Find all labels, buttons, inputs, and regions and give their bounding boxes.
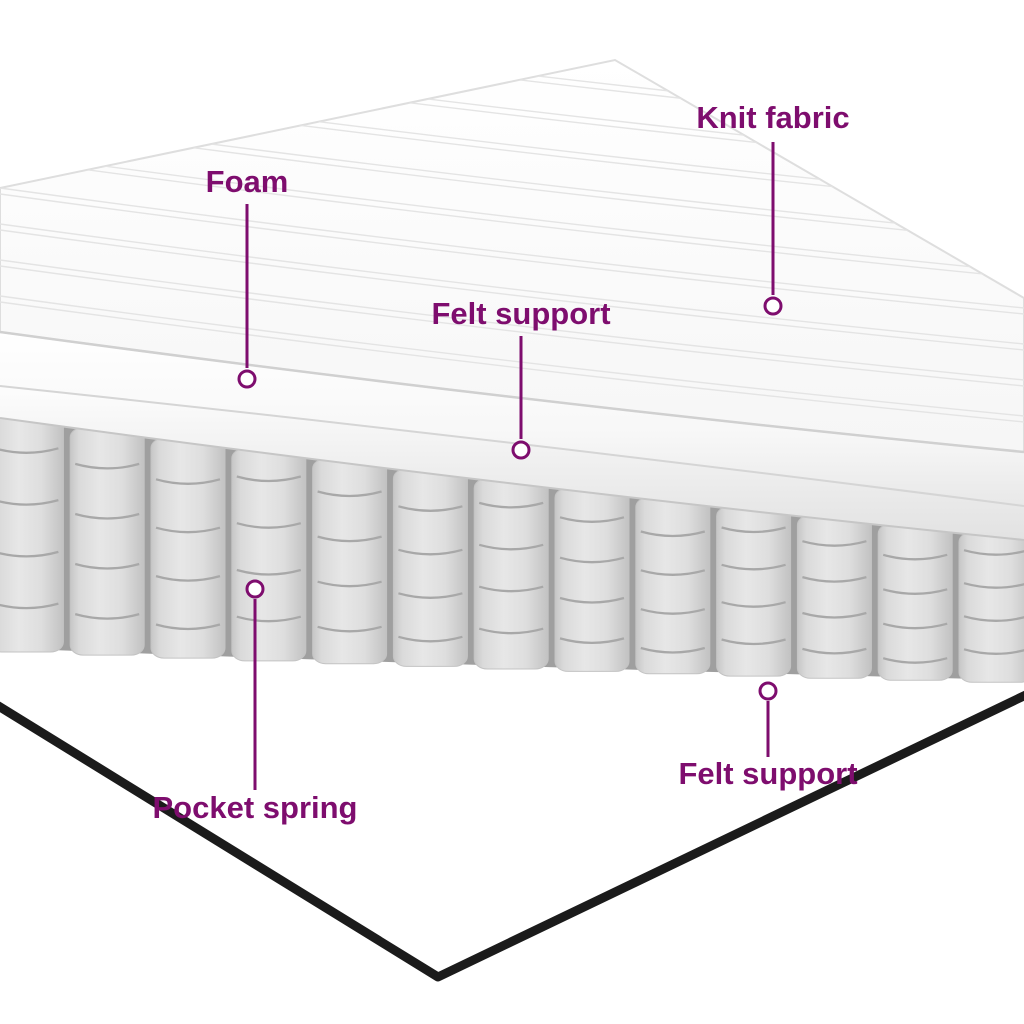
spring-wrap-seam: [0, 550, 59, 558]
spring-wrap-seam: [317, 580, 382, 588]
label-group-felt-support-bottom: Felt support: [678, 681, 858, 791]
spring-wrap-seam: [74, 512, 140, 520]
label-annotations: Foam Knit fabric Felt support Pocket spr…: [153, 100, 858, 825]
pocket-spring: [877, 523, 953, 681]
pocket-spring-label: Pocket spring: [153, 790, 358, 825]
spring-wrap-seam: [236, 568, 302, 576]
spring-wrap-seam: [963, 582, 1024, 589]
spring-wrap-seam: [640, 569, 706, 576]
quilt-line: [0, 187, 1024, 309]
felt-layer-bottom-edge: [0, 417, 1024, 541]
spring-wrap-seam: [802, 575, 867, 583]
spring-wrap-seam: [721, 601, 786, 608]
spring-wrap-seam: [0, 602, 59, 610]
spring-wrap-seam: [559, 596, 625, 604]
spring-wrap-seam: [236, 475, 302, 483]
quilt-line: [0, 151, 1024, 273]
spring-wrap-seam: [317, 535, 382, 543]
spring-wrap-seam: [802, 540, 867, 547]
foam-label: Foam: [206, 164, 289, 199]
label-group-knit-fabric: Knit fabric: [696, 100, 850, 316]
spring-wrap-seam: [398, 592, 463, 599]
spring-wrap-seam: [802, 647, 867, 655]
spring-wrap-seam: [882, 553, 948, 561]
spring-wrap-seam: [559, 637, 625, 644]
spring-wrap-seam: [559, 516, 625, 523]
spring-wrap-seam: [963, 549, 1024, 556]
spring-wrap-seam: [963, 648, 1024, 655]
spring-wrap-seam: [478, 627, 544, 635]
felt-support-bottom-pointer-dot: [758, 681, 778, 701]
spring-wrap-seam: [398, 635, 463, 643]
felt-support-bottom-label: Felt support: [678, 756, 857, 791]
spring-wrap-seam: [478, 501, 544, 509]
spring-wrap-seam: [882, 588, 948, 595]
spring-wrap-seam: [640, 608, 706, 615]
spring-wrap-seam: [0, 447, 59, 454]
label-group-felt-support-top: Felt support: [431, 296, 611, 460]
label-group-foam: Foam: [206, 164, 289, 389]
felt-support-top-pointer-dot: [511, 440, 531, 460]
pocket-spring: [392, 468, 468, 667]
knit-fabric-pointer-dot: [763, 296, 783, 316]
pocket-spring-pointer-dot: [245, 579, 265, 599]
quilt-line: [0, 265, 1024, 387]
quilt-line: [0, 223, 1024, 345]
spring-wrap-seam: [640, 530, 706, 538]
pocket-spring: [312, 458, 388, 665]
felt-support-layer: [0, 386, 1024, 540]
spring-wrap-seam: [155, 574, 221, 582]
spring-wrap-seam: [963, 615, 1024, 622]
spring-wrap-seam: [882, 657, 948, 664]
spring-wrap-seam: [155, 478, 221, 485]
spring-wrap-seam: [74, 612, 140, 620]
spring-wrap-seam: [882, 622, 948, 630]
pocket-spring: [69, 427, 145, 656]
spring-wrap-seam: [155, 526, 221, 534]
pocket-spring: [635, 496, 711, 675]
spring-wrap-seam: [236, 615, 302, 623]
spring-wrap-seam: [155, 623, 221, 631]
spring-wrap-seam: [721, 638, 786, 646]
spring-wrap-seam: [721, 563, 786, 571]
foam-layer: [0, 332, 1024, 506]
quilt-line: [0, 295, 1024, 417]
quilt-stitch-lines: [0, 60, 1024, 423]
spring-wrap-seam: [478, 585, 544, 593]
quilt-line: [0, 229, 1024, 351]
spring-wrap-seam: [236, 522, 302, 529]
foam-layer-bottom-edge: [0, 385, 1024, 507]
spring-wrap-seam: [317, 490, 382, 498]
quilt-line: [0, 193, 1024, 315]
spring-wrap-seam: [559, 556, 625, 564]
knit-fabric-front-edge: [0, 330, 1024, 454]
quilt-line: [0, 259, 1024, 381]
quilt-line: [0, 157, 1024, 279]
spring-wrap-seam: [398, 548, 463, 556]
spring-wrap-seam: [0, 498, 59, 506]
knit-fabric-label: Knit fabric: [696, 100, 849, 135]
spring-wrap-seam: [74, 562, 140, 570]
foam-pointer-dot: [237, 369, 257, 389]
spring-wrap-seam: [721, 526, 786, 534]
spring-wrap-seam: [317, 625, 382, 633]
label-group-pocket-spring: Pocket spring: [153, 579, 358, 825]
spring-wrap-seam: [398, 505, 463, 512]
spring-wrap-seam: [802, 611, 867, 619]
quilt-line: [0, 301, 1024, 423]
spring-wrap-seam: [74, 462, 140, 470]
spring-wrap-seam: [640, 646, 706, 654]
felt-support-top-label: Felt support: [431, 296, 610, 331]
pocket-spring-row: [0, 416, 1024, 683]
spring-wrap-seam: [478, 543, 544, 551]
